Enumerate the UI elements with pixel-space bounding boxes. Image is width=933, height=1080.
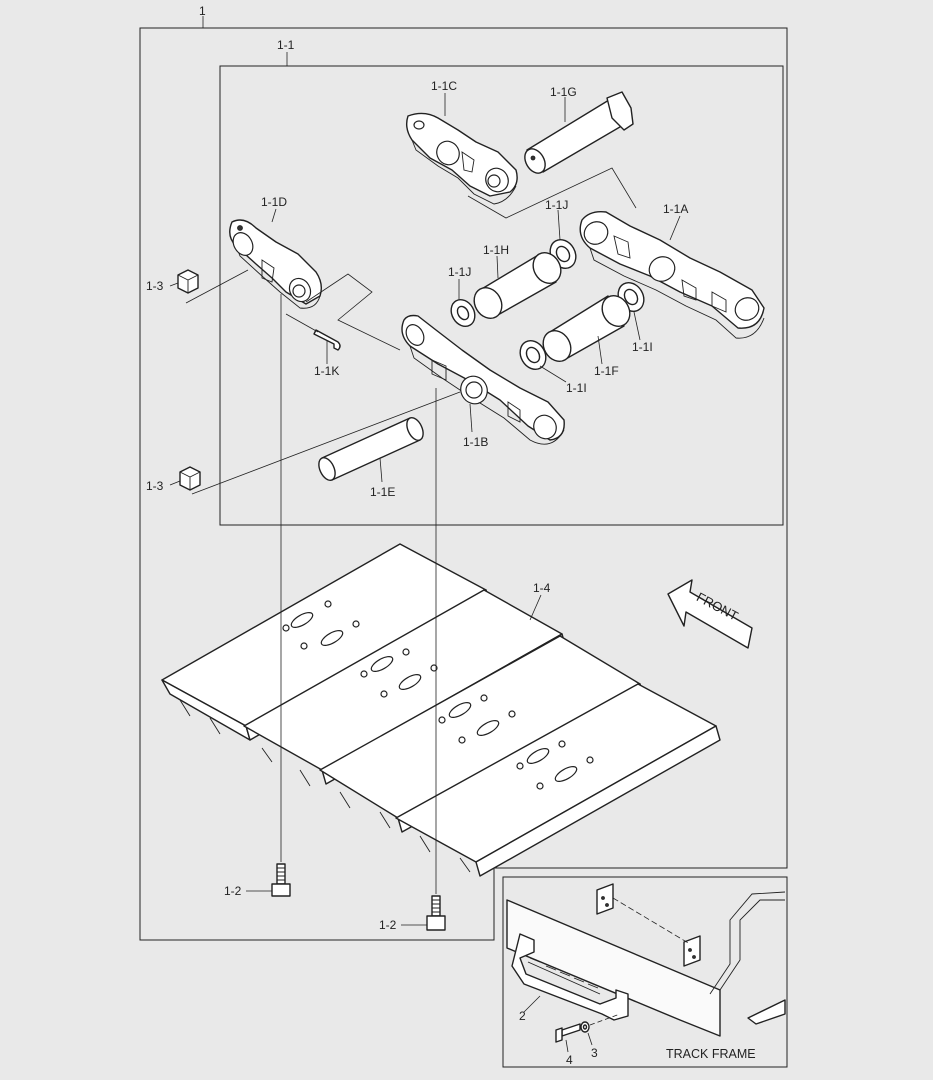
label-bushing-f: 1-1F	[594, 364, 619, 378]
label-link-d: 1-1D	[261, 195, 287, 209]
bolt-right	[426, 895, 446, 931]
label-bushing-h: 1-1H	[483, 243, 509, 257]
label-link-b: 1-1B	[463, 435, 488, 449]
link-assembly-frame	[219, 65, 784, 526]
label-seal-j-left: 1-1J	[448, 265, 471, 279]
label-assembly: 1	[199, 4, 206, 18]
label-pin-e: 1-1E	[370, 485, 395, 499]
link-c	[405, 112, 518, 205]
label-seal-j-upper: 1-1J	[545, 198, 568, 212]
bushing-h	[473, 251, 562, 320]
link-b	[401, 314, 565, 445]
spacer-i-lower	[519, 339, 547, 371]
label-bolt-left: 1-2	[224, 884, 242, 898]
guard-inset	[506, 883, 786, 1043]
pin-g	[524, 91, 634, 174]
label-track-frame: TRACK FRAME	[666, 1047, 756, 1061]
guard-inset-frame	[502, 876, 788, 1068]
label-washer: 3	[591, 1046, 598, 1060]
nut-upper	[177, 269, 199, 294]
front-arrow	[667, 579, 753, 649]
label-nut-lower: 1-3	[146, 479, 164, 493]
seal-j-left	[450, 298, 476, 328]
label-link-assembly: 1-1	[277, 38, 295, 52]
link-d	[229, 219, 323, 309]
label-bolt-right: 1-2	[379, 918, 397, 932]
label-shoe: 1-4	[533, 581, 551, 595]
label-spacer-i-lower: 1-1I	[566, 381, 587, 395]
label-guard: 2	[519, 1009, 526, 1023]
bolt-left	[271, 863, 291, 897]
label-lock-k: 1-1K	[314, 364, 339, 378]
track-shoes	[161, 543, 721, 877]
link-a	[579, 210, 765, 339]
label-spacer-i-right: 1-1I	[632, 340, 653, 354]
bushing-f	[542, 294, 631, 363]
label-link-a: 1-1A	[663, 202, 688, 216]
pin-e	[318, 417, 424, 481]
nut-lower	[179, 466, 201, 491]
label-pin-g: 1-1G	[550, 85, 577, 99]
label-link-c: 1-1C	[431, 79, 457, 93]
label-nut-upper: 1-3	[146, 279, 164, 293]
label-bolt-guard: 4	[566, 1053, 573, 1067]
